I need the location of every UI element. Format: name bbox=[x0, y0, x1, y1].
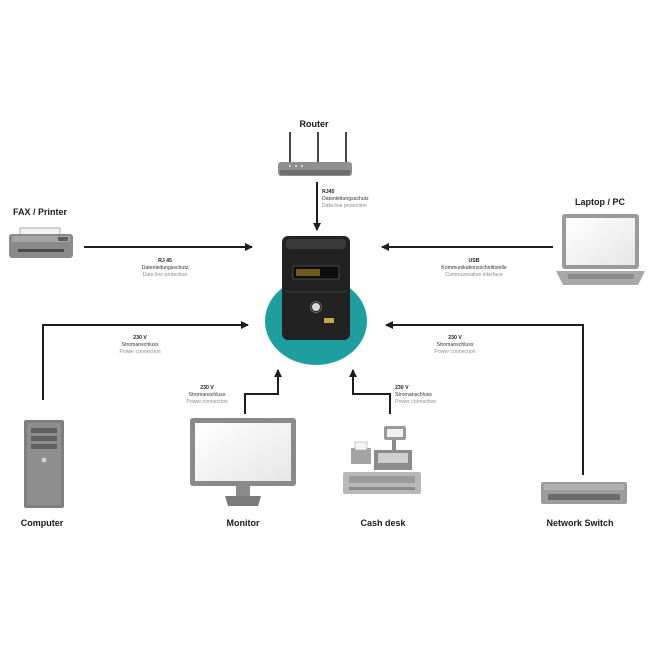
monitor-connection-label: 230 V Stromanschluss Power connection bbox=[186, 385, 227, 405]
router-device: Router bbox=[278, 119, 352, 176]
laptop-keyboard bbox=[568, 274, 634, 279]
network-switch-label: Network Switch bbox=[546, 518, 613, 528]
cash-desk-conn-title: 230 V bbox=[395, 385, 409, 391]
laptop-conn-en: Communication interface bbox=[445, 272, 502, 278]
computer-conn-en: Power connection bbox=[119, 349, 160, 355]
cash-desk-display-screen bbox=[387, 429, 403, 437]
router-led-icon bbox=[301, 165, 303, 167]
ups-badge bbox=[324, 318, 334, 323]
network-switch-connection-label: 230 V Stromanschluss Power connection bbox=[434, 335, 475, 355]
monitor-label: Monitor bbox=[227, 518, 260, 528]
router-conn-de: Datenleitungsschutz bbox=[322, 196, 369, 202]
router-conn-en: Data line protection bbox=[322, 203, 367, 209]
computer-drive-bay bbox=[31, 444, 57, 449]
router-conn-title: RJ45 bbox=[322, 189, 335, 195]
monitor-screen bbox=[195, 423, 291, 481]
fax-top-panel bbox=[12, 236, 70, 242]
fax-conn-title: RJ 45 bbox=[158, 258, 172, 264]
wires bbox=[42, 182, 584, 475]
ups-device bbox=[265, 236, 367, 365]
computer-front-panel bbox=[27, 423, 61, 505]
wire-cash-desk bbox=[349, 369, 391, 414]
monitor-conn-title: 230 V bbox=[200, 385, 214, 391]
laptop-device: Laptop / PC bbox=[556, 197, 645, 285]
network-switch-conn-en: Power connection bbox=[434, 349, 475, 355]
laptop-conn-title: USB bbox=[469, 258, 480, 264]
cash-desk-conn-de: Stromanschluss bbox=[395, 392, 432, 398]
computer-drive-bay bbox=[31, 428, 57, 433]
router-led-icon bbox=[295, 165, 297, 167]
cash-desk-label: Cash desk bbox=[360, 518, 406, 528]
monitor-device: Monitor bbox=[190, 418, 296, 528]
network-switch-top bbox=[544, 484, 624, 490]
wire-monitor bbox=[244, 369, 282, 414]
cash-desk-conn-en: Power connection bbox=[395, 399, 436, 405]
router-face bbox=[280, 170, 350, 175]
ups-top-highlight bbox=[286, 239, 346, 249]
cash-desk-terminal-screen bbox=[378, 453, 408, 463]
network-switch-conn-title: 230 V bbox=[448, 335, 462, 341]
laptop-connection-label: USB Kommunikationsschnittstelle Communic… bbox=[441, 258, 507, 278]
router-label: Router bbox=[300, 119, 329, 129]
monitor-stand bbox=[225, 496, 261, 506]
computer-label: Computer bbox=[21, 518, 64, 528]
fax-label: FAX / Printer bbox=[13, 207, 68, 217]
cash-desk-printer bbox=[351, 448, 371, 464]
computer-conn-de: Stromanschluss bbox=[122, 342, 159, 348]
computer-drive-bay bbox=[31, 436, 57, 441]
cash-desk-device: Cash desk bbox=[343, 426, 421, 528]
cash-desk-connection-label: 230 V Stromanschluss Power connection bbox=[395, 385, 436, 405]
computer-device: Computer bbox=[21, 420, 64, 528]
router-led-icon bbox=[289, 165, 291, 167]
computer-power-icon bbox=[41, 457, 47, 463]
computer-conn-title: 230 V bbox=[133, 335, 147, 341]
cash-desk-receipt bbox=[354, 441, 368, 451]
cash-desk-drawer-slot bbox=[349, 487, 415, 490]
monitor-conn-de: Stromanschluss bbox=[189, 392, 226, 398]
fax-printer-device: FAX / Printer bbox=[9, 207, 73, 258]
network-switch-ports bbox=[548, 494, 620, 500]
ups-lcd-glow bbox=[296, 269, 320, 276]
ups-power-button bbox=[312, 303, 320, 311]
fax-paper-slot bbox=[18, 249, 64, 252]
fax-keypad-icon bbox=[58, 237, 68, 241]
network-switch-device: Network Switch bbox=[541, 482, 627, 528]
network-switch-conn-de: Stromanschluss bbox=[437, 342, 474, 348]
cash-desk-display-pole bbox=[392, 438, 396, 452]
fax-connection-label: RJ 45 Datenleitungsschutz Data line prot… bbox=[142, 258, 189, 278]
ups-body bbox=[282, 236, 350, 340]
computer-connection-label: 230 V Stromanschluss Power connection bbox=[119, 335, 160, 355]
fax-conn-de: Datenleitungsschutz bbox=[142, 265, 189, 271]
laptop-label: Laptop / PC bbox=[575, 197, 625, 207]
laptop-conn-de: Kommunikationsschnittstelle bbox=[441, 265, 507, 271]
fax-conn-en: Data line protection bbox=[143, 272, 188, 278]
ups-power-button-ring bbox=[310, 301, 322, 313]
router-connection-label: RJ45 Datenleitungsschutz Data line prote… bbox=[322, 189, 369, 209]
wire-network-switch bbox=[385, 321, 584, 475]
cash-desk-keys bbox=[349, 476, 415, 483]
wire-computer bbox=[42, 321, 249, 400]
monitor-neck bbox=[236, 486, 250, 496]
monitor-conn-en: Power connection bbox=[186, 399, 227, 405]
laptop-screen bbox=[566, 218, 635, 265]
